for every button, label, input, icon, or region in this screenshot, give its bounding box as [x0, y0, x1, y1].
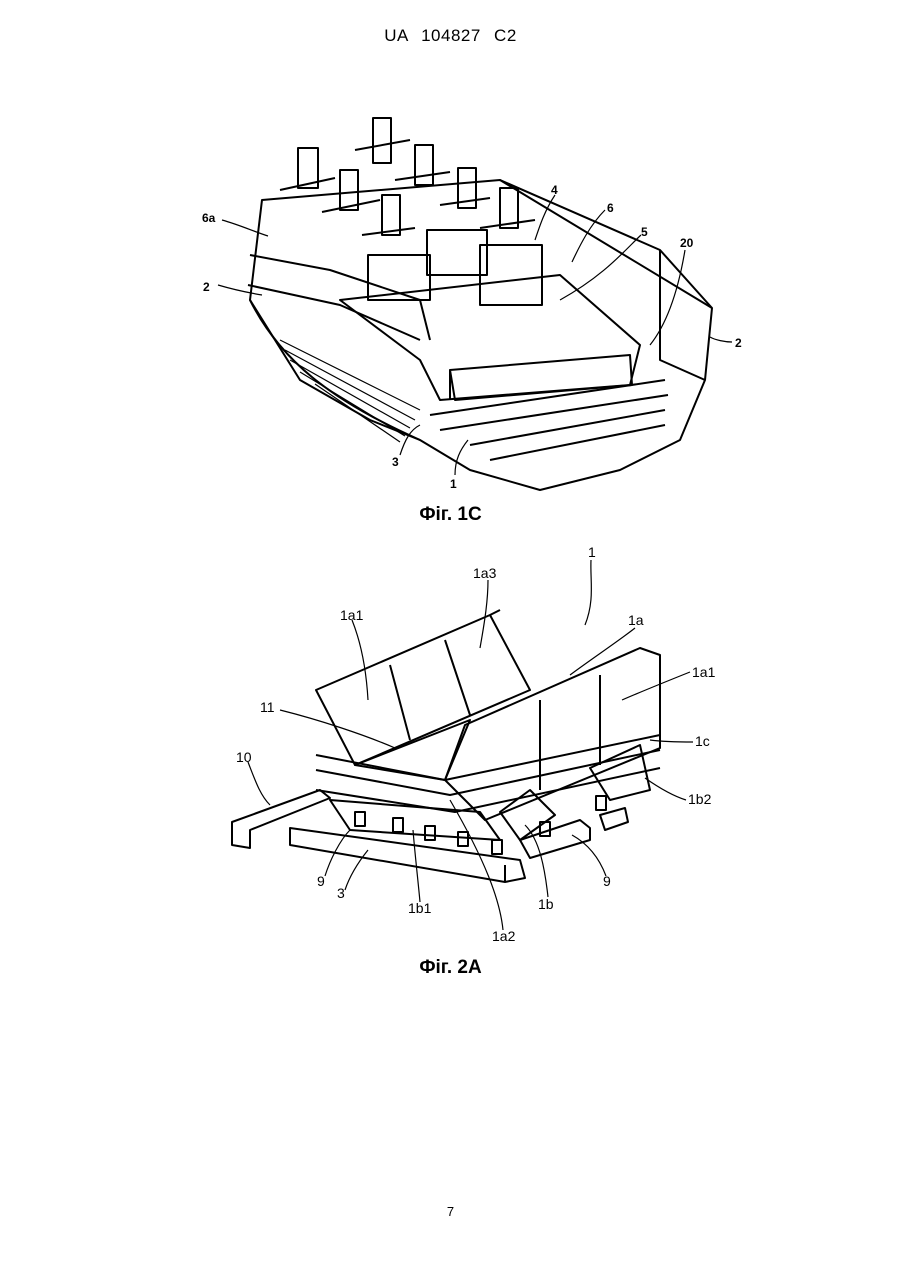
label-11: 11 [260, 699, 275, 715]
label-10: 10 [236, 749, 252, 765]
hopper-1b [500, 790, 555, 840]
label-1a2: 1a2 [492, 928, 516, 944]
label-1: 1 [588, 544, 596, 560]
container-floor [355, 720, 470, 780]
foot [355, 812, 365, 826]
figure-2a-caption: Фіг. 2А [0, 957, 901, 979]
label-1a1-left: 1a1 [340, 607, 364, 623]
page-number: 7 [0, 1204, 901, 1219]
label-3: 3 [337, 885, 345, 901]
label-1b: 1b [538, 896, 554, 912]
label-1a: 1a [628, 612, 644, 628]
front-wall-right [445, 648, 660, 820]
label-1a3: 1a3 [473, 565, 497, 581]
rail-10 [232, 790, 330, 848]
label-1c: 1c [695, 733, 710, 749]
body-bands [316, 735, 660, 812]
label-1b1: 1b1 [408, 900, 432, 916]
rear-wall-left [316, 615, 530, 765]
label-9-right: 9 [603, 873, 611, 889]
label-1a1-right: 1a1 [692, 664, 716, 680]
label-1b2: 1b2 [688, 791, 712, 807]
label-9-left: 9 [317, 873, 325, 889]
